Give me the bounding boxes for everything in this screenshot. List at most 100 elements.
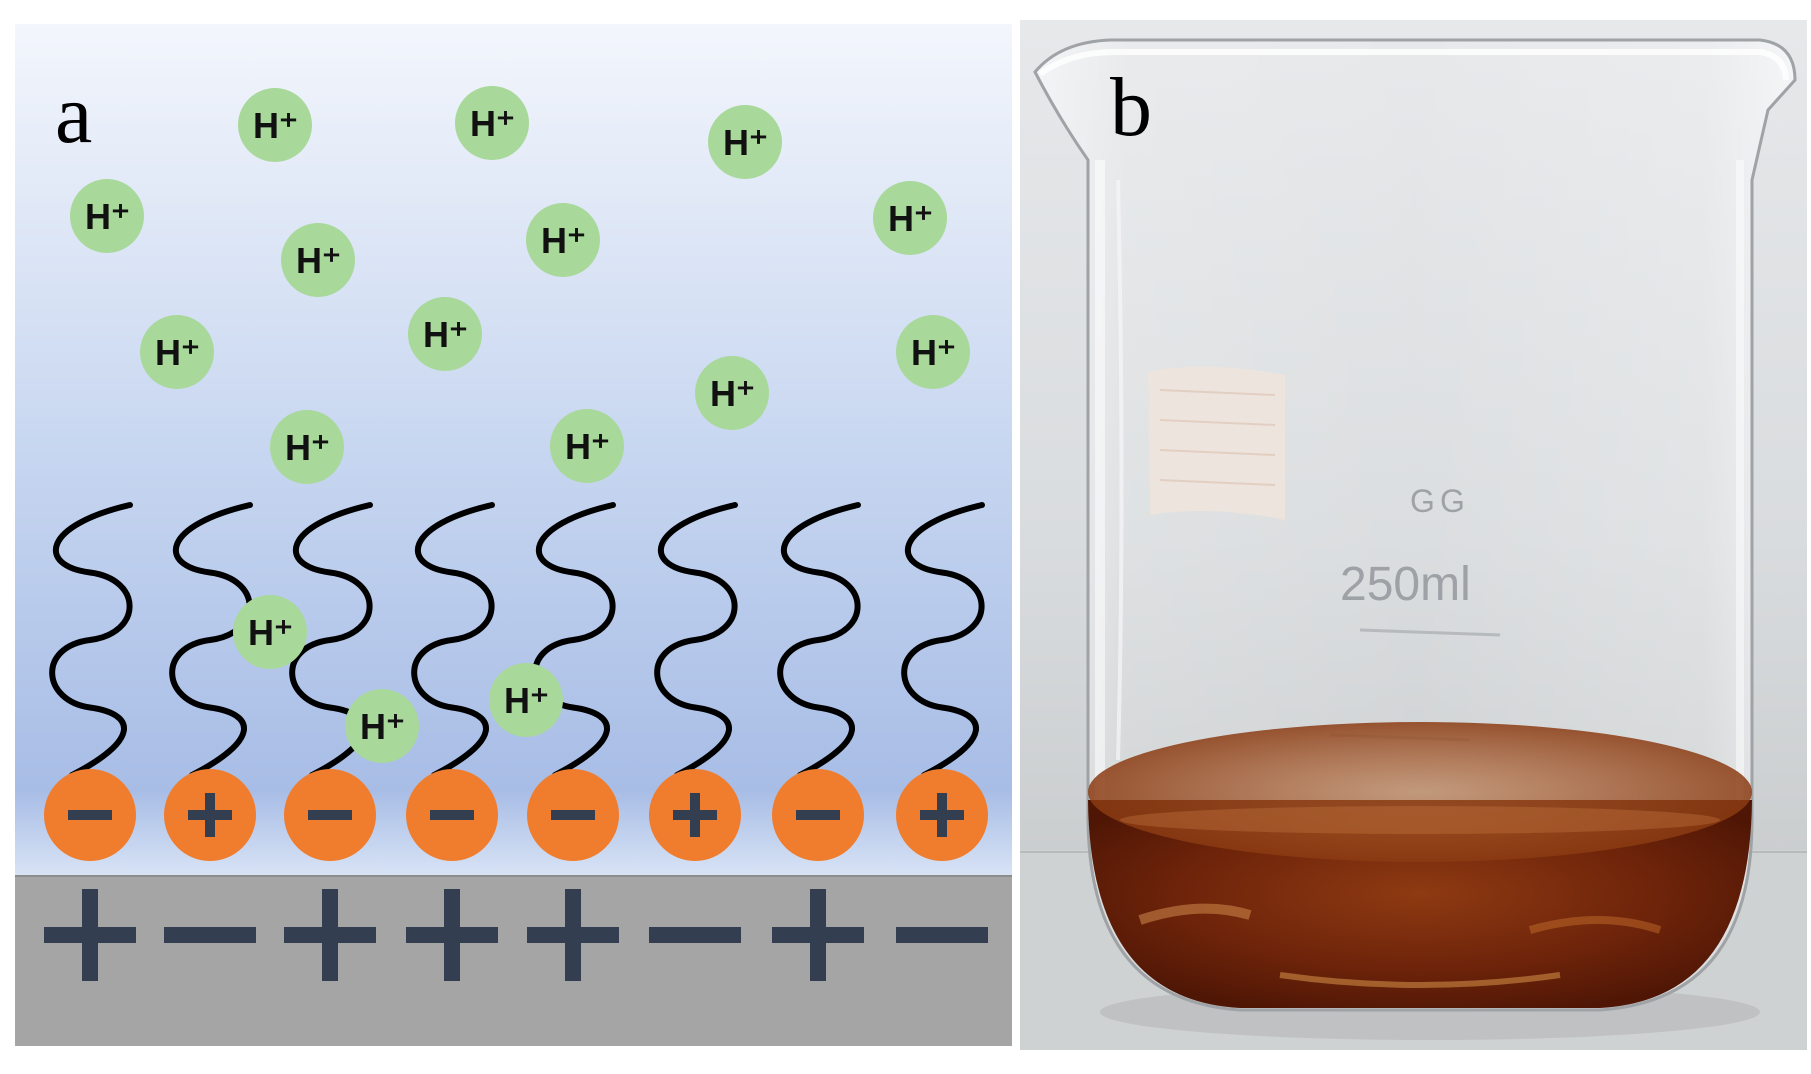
sign-vertical-bar <box>444 889 460 981</box>
ion-label: H⁺ <box>423 314 468 355</box>
ion-label: H⁺ <box>253 105 298 146</box>
surfactant-head <box>44 769 136 861</box>
ion-label: H⁺ <box>888 198 933 239</box>
head-charge-plus-bar <box>690 793 700 837</box>
surfactant-tail <box>411 502 495 778</box>
head-charge-minus-bar <box>551 810 595 820</box>
ion-circle <box>408 297 482 371</box>
beaker: G G 250ml <box>1033 38 1797 1040</box>
sign-vertical-bar <box>82 889 98 981</box>
proton-ion: H⁺ <box>708 105 782 179</box>
sign-vertical-bar <box>322 889 338 981</box>
substrate-plus-sign <box>284 889 376 981</box>
surfactant-tail <box>654 502 738 778</box>
ion-label: H⁺ <box>470 103 515 144</box>
panel-b-photo: G G 250ml b <box>1020 20 1807 1050</box>
substrate-block <box>15 876 1012 1046</box>
proton-ion: H⁺ <box>238 88 312 162</box>
proton-ion: H⁺ <box>408 297 482 371</box>
ion-circle <box>489 663 563 737</box>
ion-circle <box>70 179 144 253</box>
proton-ion: H⁺ <box>455 86 529 160</box>
ion-circle <box>281 223 355 297</box>
proton-ion: H⁺ <box>489 663 563 737</box>
sign-vertical-bar <box>565 889 581 981</box>
ion-circle <box>526 203 600 277</box>
proton-ion: H⁺ <box>233 595 307 669</box>
sign-horizontal-bar <box>896 927 988 943</box>
substrate-charges <box>44 889 988 981</box>
surfactant-head <box>284 769 376 861</box>
proton-ion: H⁺ <box>695 356 769 430</box>
head-charge-plus-bar <box>937 793 947 837</box>
beaker-marking-volume: 250ml <box>1340 558 1471 611</box>
ion-label: H⁺ <box>565 426 610 467</box>
head-charge-minus-bar <box>68 810 112 820</box>
surfactant-tail <box>901 502 985 778</box>
substrate-minus-sign <box>164 927 256 943</box>
surfactant-head <box>896 769 988 861</box>
substrate-plus-sign <box>527 889 619 981</box>
ion-label: H⁺ <box>85 196 130 237</box>
surfactant-head <box>649 769 741 861</box>
beaker-marking-g2: G <box>1410 483 1435 519</box>
proton-ion: H⁺ <box>140 315 214 389</box>
beaker-rim <box>1038 49 1789 81</box>
substrate-plus-sign <box>44 889 136 981</box>
surfactant-tail <box>169 502 253 778</box>
ion-label: H⁺ <box>285 427 330 468</box>
ion-circle <box>345 689 419 763</box>
substrate-plus-sign <box>406 889 498 981</box>
head-charge-plus-bar <box>205 793 215 837</box>
proton-ions: H⁺ H⁺ H⁺ H⁺ H⁺ H⁺ H⁺ H⁺ H⁺ H⁺ H⁺ H⁺ H⁺ H⁺ H⁺ H⁺ <box>70 86 970 763</box>
surfactant-tail <box>777 502 861 778</box>
ion-label: H⁺ <box>710 373 755 414</box>
substrate-minus-sign <box>896 927 988 943</box>
ion-circle <box>896 315 970 389</box>
ion-label: H⁺ <box>504 680 549 721</box>
proton-ion: H⁺ <box>896 315 970 389</box>
panel-b-label: b <box>1110 61 1152 154</box>
sign-vertical-bar <box>810 889 826 981</box>
ion-label: H⁺ <box>155 332 200 373</box>
ion-label: H⁺ <box>541 220 586 261</box>
ion-circle <box>238 88 312 162</box>
ion-circle <box>550 409 624 483</box>
ion-label: H⁺ <box>360 706 405 747</box>
surfactant-tail <box>49 502 133 778</box>
head-charge-minus-bar <box>430 810 474 820</box>
proton-ion: H⁺ <box>70 179 144 253</box>
sign-horizontal-bar <box>649 927 741 943</box>
ion-circle <box>270 410 344 484</box>
beaker-marking-g1: G <box>1440 483 1465 519</box>
substrate-minus-sign <box>649 927 741 943</box>
ion-label: H⁺ <box>296 240 341 281</box>
ion-label: H⁺ <box>248 612 293 653</box>
proton-ion: H⁺ <box>526 203 600 277</box>
surfactant-head <box>164 769 256 861</box>
proton-ion: H⁺ <box>873 181 947 255</box>
panel-a-schematic: a H⁺ H⁺ H⁺ H⁺ H⁺ H⁺ H⁺ H⁺ H⁺ H⁺ H⁺ H⁺ H⁺ H⁺ H⁺ H⁺ <box>15 24 1012 1046</box>
ion-circle <box>455 86 529 160</box>
ion-circle <box>873 181 947 255</box>
head-charge-minus-bar <box>796 810 840 820</box>
surfactant-heads <box>44 769 988 861</box>
surfactant-head <box>406 769 498 861</box>
ion-circle <box>233 595 307 669</box>
ion-circle <box>708 105 782 179</box>
proton-ion: H⁺ <box>270 410 344 484</box>
liquid-surface <box>1088 722 1752 862</box>
ion-circle <box>695 356 769 430</box>
ion-circle <box>140 315 214 389</box>
beaker-label-patch <box>1148 366 1285 520</box>
proton-ion: H⁺ <box>550 409 624 483</box>
ion-label: H⁺ <box>723 122 768 163</box>
ion-label: H⁺ <box>911 332 956 373</box>
sign-horizontal-bar <box>164 927 256 943</box>
substrate-plus-sign <box>772 889 864 981</box>
surfactant-head <box>772 769 864 861</box>
proton-ion: H⁺ <box>345 689 419 763</box>
panel-a-label: a <box>55 68 92 161</box>
surfactant-head <box>527 769 619 861</box>
